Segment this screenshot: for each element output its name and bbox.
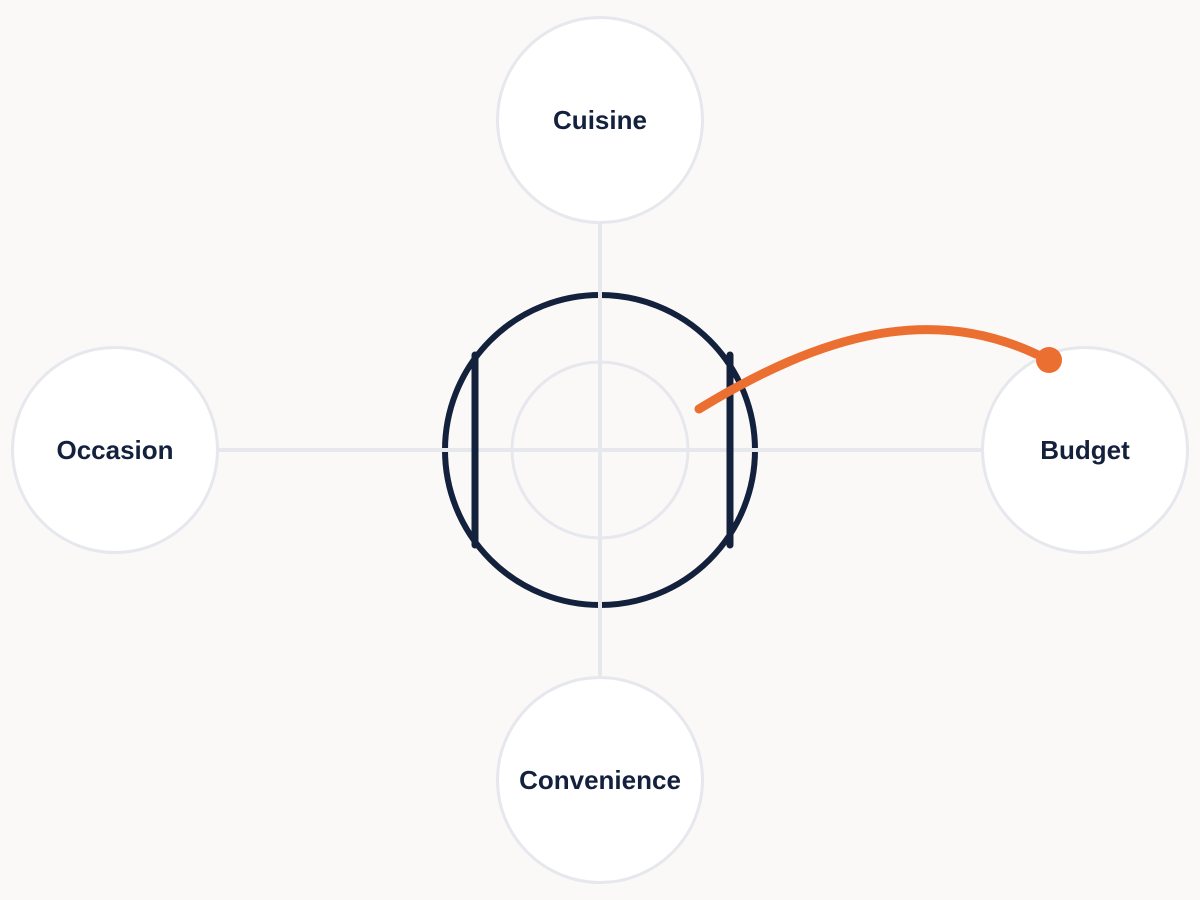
node-label-convenience: Convenience	[519, 764, 681, 795]
highlight-curve	[694, 325, 1053, 414]
node-cuisine[interactable]: Cuisine	[496, 16, 704, 224]
node-budget[interactable]: Budget	[981, 346, 1189, 554]
plate-inner-ring	[510, 360, 690, 540]
highlight-arrow-to-budget	[694, 325, 1053, 414]
plate-with-fork-and-knife-icon	[441, 291, 759, 609]
node-label-cuisine: Cuisine	[553, 104, 647, 135]
node-occasion[interactable]: Occasion	[11, 346, 219, 554]
node-label-budget: Budget	[1040, 434, 1130, 465]
node-convenience[interactable]: Convenience	[496, 676, 704, 884]
node-label-occasion: Occasion	[56, 434, 174, 465]
